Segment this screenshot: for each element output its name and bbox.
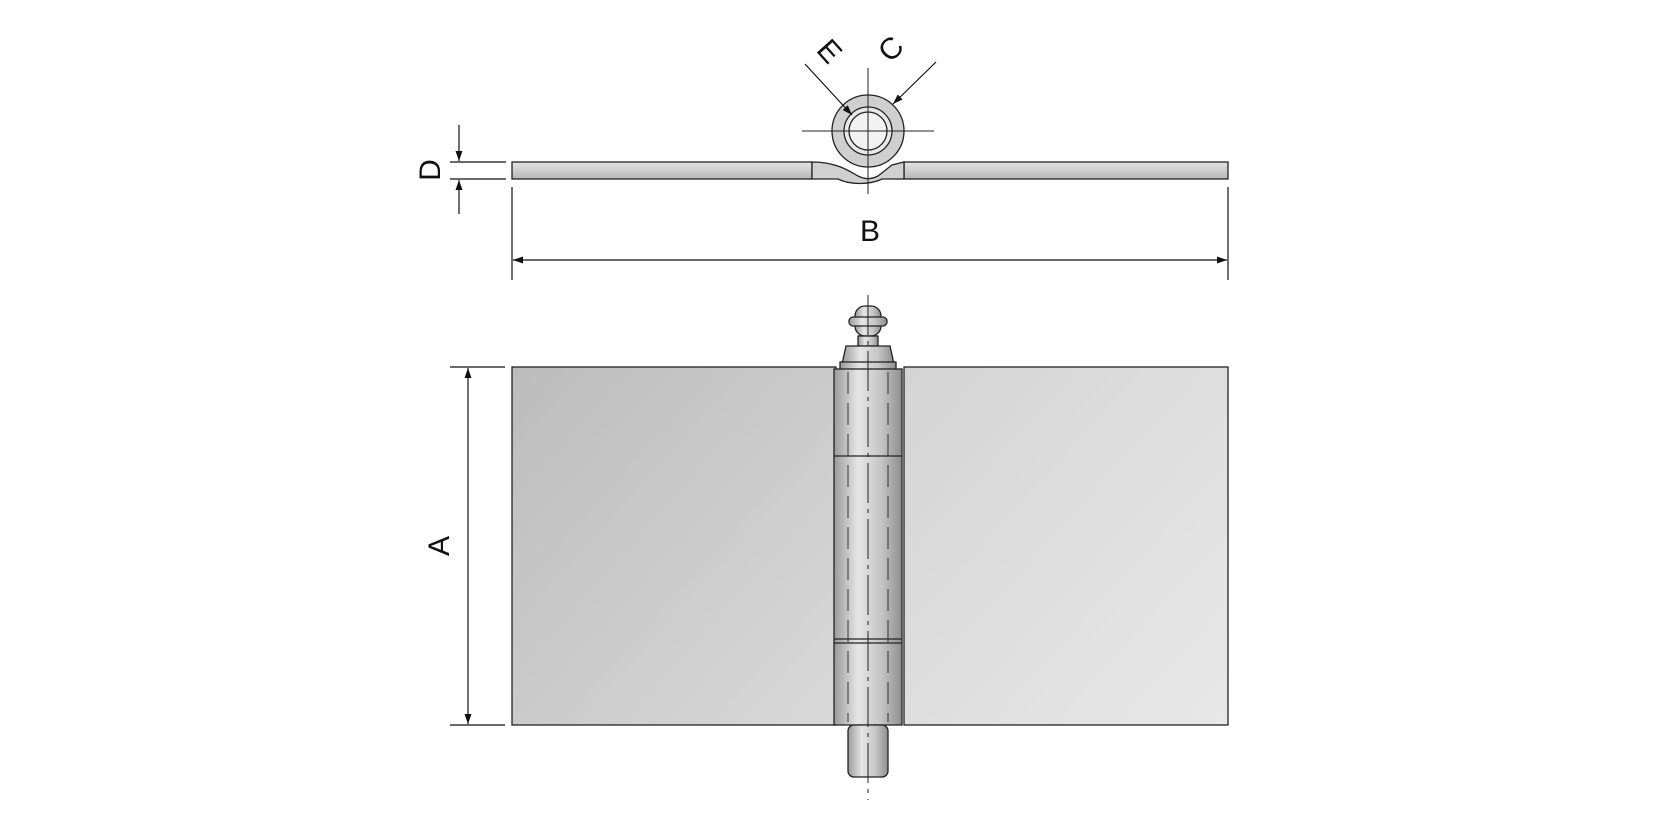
right-leaf — [903, 366, 1229, 726]
left-leaf — [511, 366, 837, 726]
top-view-left-leaf — [511, 161, 813, 180]
top-view — [511, 68, 1229, 194]
top-view-curl-tail — [811, 161, 905, 185]
dimension-c: C — [872, 30, 937, 105]
label-c: C — [872, 30, 911, 69]
label-e: E — [810, 33, 848, 70]
dimension-b: B — [511, 187, 1229, 280]
top-view-right-leaf — [903, 161, 1229, 180]
label-a: A — [423, 536, 456, 556]
dimension-a: A — [423, 366, 505, 726]
label-d: D — [414, 159, 447, 181]
dimension-d: D — [414, 125, 506, 214]
label-b: B — [860, 215, 880, 248]
front-view — [511, 295, 1229, 800]
